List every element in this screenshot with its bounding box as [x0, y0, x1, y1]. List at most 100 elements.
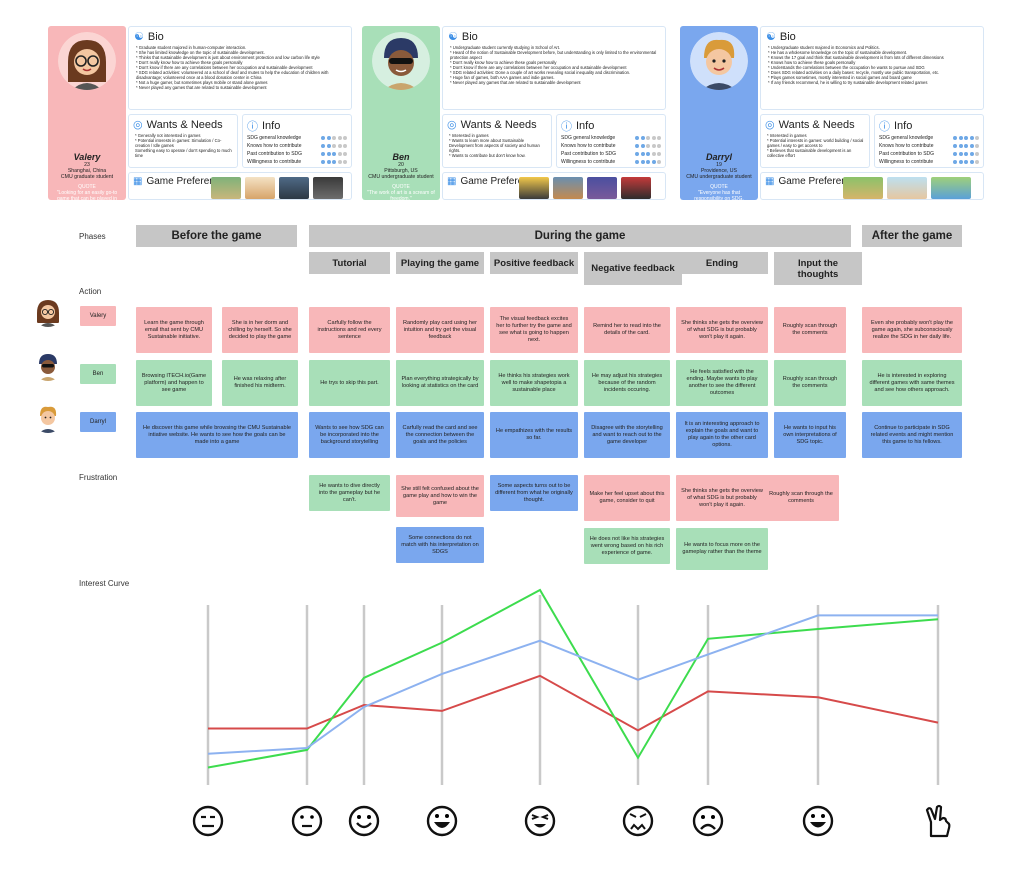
info-row: Past contribution to SDG: [879, 150, 979, 158]
persona-ben: Ben 20 Pittsburgh, US CMU undergraduate …: [362, 26, 666, 202]
info-row-label: Willingness to contribute: [247, 159, 302, 165]
rating-dots: [321, 160, 347, 164]
rating-dot: [969, 152, 974, 156]
angry-face-icon: [621, 804, 655, 838]
gamepad-icon: ▦: [447, 176, 457, 187]
rating-dot: [651, 136, 656, 140]
game-thumbnail: [621, 177, 651, 199]
info-icon: ⓘ: [247, 121, 258, 133]
info-row-label: SDG general knowledge: [247, 135, 302, 141]
info-row-label: SDG general knowledge: [879, 135, 934, 141]
tag-ben: Ben: [80, 364, 116, 384]
info-row-label: SDG general knowledge: [561, 135, 616, 141]
bio-item: * Don't know if there are any correlatio…: [450, 65, 627, 70]
target-icon: ◎: [133, 119, 143, 131]
info-title: Info: [262, 120, 281, 132]
person-icon: ☯: [766, 31, 776, 43]
action-note-valery: She is in her dorm and chilling by herse…: [222, 307, 298, 353]
person-icon: ☯: [134, 31, 144, 43]
bio-item: * Graduate student majored in human-comp…: [136, 45, 247, 50]
rating-dot: [958, 160, 963, 164]
persona-role: CMU undergraduate student: [686, 174, 752, 181]
pref-card: ▦Game Preference: [128, 172, 352, 200]
phase-after: After the game: [862, 225, 962, 247]
phase-ending: Ending: [676, 252, 768, 274]
phase-playing: Playing the game: [396, 252, 484, 274]
series-line-valery: [208, 674, 939, 732]
series-line-ben: [207, 588, 939, 769]
rating-dot: [958, 136, 963, 140]
rating-dot: [651, 160, 656, 164]
bio-item: * Does SDG related activities on a daily…: [768, 70, 940, 75]
info-row: Knows how to contribute: [879, 142, 979, 150]
bio-item: * Don't really know how to achieve these…: [450, 60, 557, 65]
info-row-label: Willingness to contribute: [561, 159, 616, 165]
rating-dot: [953, 136, 957, 140]
persona-role: CMU undergraduate student: [368, 174, 434, 181]
target-icon: ◎: [765, 119, 775, 131]
bio-item: * Heard of the notion of Sustainable Dev…: [450, 50, 657, 60]
rating-dot: [640, 160, 645, 164]
rating-dot: [332, 136, 336, 140]
smile-icon: [347, 804, 381, 838]
rating-dot: [657, 160, 661, 164]
rating-dot: [326, 152, 331, 156]
info-icon: ⓘ: [879, 121, 890, 133]
game-thumbnail: [843, 177, 883, 199]
quote-label: QUOTE: [78, 183, 96, 190]
persona-quote: "The work of art is a scream of freedom.…: [367, 189, 435, 202]
persona-location: Pittsburgh, US: [384, 168, 418, 175]
info-row: SDG general knowledge: [561, 134, 661, 142]
action-note-valery: Remind her to read into the details of t…: [584, 307, 670, 353]
rating-dot: [657, 144, 661, 148]
action-note-darryl: He wants to input his own interpretation…: [774, 412, 846, 458]
rating-dot: [337, 144, 342, 148]
pref-card: ▦Game Preference: [760, 172, 984, 200]
info-row-label: Willingness to contribute: [879, 159, 934, 165]
rating-dot: [953, 144, 957, 148]
persona-darryl: Darryl 19 Providence, US CMU undergradua…: [680, 26, 984, 214]
info-row-label: Past contribution to SDG: [561, 151, 617, 157]
phase-tutorial: Tutorial: [309, 252, 390, 274]
rating-dot: [969, 144, 974, 148]
bio-item: * SDG related activities: volunteered at…: [136, 70, 329, 80]
big-grin-icon: [425, 804, 459, 838]
phase-before: Before the game: [136, 225, 297, 247]
rating-dot: [343, 136, 347, 140]
rating-dots: [953, 160, 979, 164]
bio-card: ☯Bio * Graduate student majored in human…: [128, 26, 352, 110]
persona-name: Ben: [392, 152, 410, 162]
action-note-valery: Learn the game through email that sent b…: [136, 307, 212, 353]
info-row: Knows how to contribute: [247, 142, 347, 150]
rating-dot: [640, 152, 645, 156]
action-note-ben: He feels satisfied with the ending. Mayb…: [676, 360, 768, 406]
persona-age: 20: [398, 162, 404, 168]
bio-item: * Plays games sometimes, mostly interest…: [768, 75, 912, 80]
frustration-label: Frustration: [79, 473, 118, 482]
darryl-avatar: [33, 403, 63, 433]
ben-avatar: [372, 32, 430, 90]
info-row: Past contribution to SDG: [561, 150, 661, 158]
bio-item: * SDG related activities: Done a couple …: [450, 70, 631, 75]
valery-avatar: [58, 32, 116, 90]
wants-item: * Believes that sustainable development …: [767, 148, 852, 158]
quote-label: QUOTE: [392, 183, 410, 190]
action-note-darryl: Wants to see how SDG can be incorporated…: [309, 412, 390, 458]
wants-title: Wants & Needs: [460, 118, 537, 131]
slight-smile-icon: [290, 804, 324, 838]
action-note-valery: Even she probably won't play the game ag…: [862, 307, 962, 353]
persona-name: Valery: [73, 152, 101, 162]
quote-label: QUOTE: [710, 183, 728, 190]
rating-dot: [975, 136, 979, 140]
persona-location: Shanghai, China: [67, 168, 107, 175]
frustration-note: He wants to dive directly into the gamep…: [309, 475, 390, 511]
phase-input: Input the thoughts: [774, 252, 862, 285]
bio-item: * She has limited knowledge on the topic…: [136, 50, 265, 55]
action-note-valery: Roughly scan through the comments: [774, 307, 846, 353]
peace-hand-icon: [921, 804, 955, 838]
wants-item: * Potential interests in games: Simulati…: [135, 138, 222, 148]
info-row: Willingness to contribute: [247, 158, 347, 166]
action-note-valery: The visual feedback excites her to furth…: [490, 307, 578, 353]
